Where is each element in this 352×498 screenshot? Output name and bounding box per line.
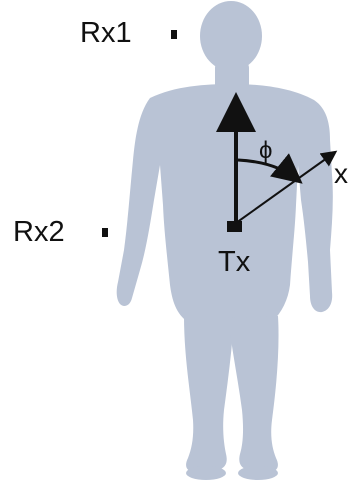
tx-label: Tx bbox=[218, 246, 251, 278]
phi-angle-arc bbox=[237, 153, 303, 184]
phi-label: ϕ bbox=[259, 137, 272, 164]
human-silhouette bbox=[116, 1, 333, 480]
x-axis-arrow bbox=[235, 150, 338, 224]
x-label: x bbox=[334, 158, 348, 189]
rx1-label: Rx1 bbox=[80, 17, 132, 49]
rx2-marker bbox=[102, 228, 108, 237]
tx-marker bbox=[227, 221, 242, 232]
rx2-label: Rx2 bbox=[13, 216, 65, 248]
rx1-marker bbox=[171, 30, 177, 39]
